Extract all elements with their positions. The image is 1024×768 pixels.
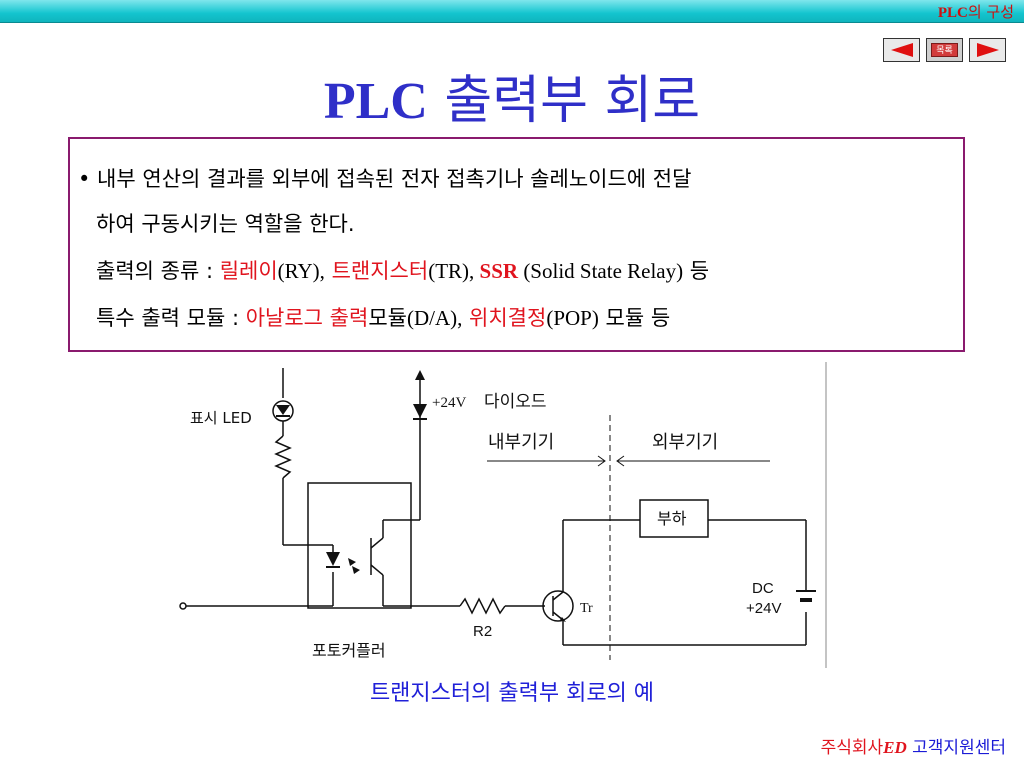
relay-code: (RY),: [277, 259, 325, 283]
battery-short-plate: [800, 598, 812, 602]
dc-label: DC: [752, 580, 774, 597]
top-bar: PLC의 구성: [0, 0, 1024, 23]
tr-emitter-arrow: [560, 617, 566, 622]
load-label: 부하: [657, 509, 687, 528]
transistor-tr-icon: [542, 590, 574, 622]
load-box: [639, 499, 709, 538]
coupler-led-bar: [326, 566, 340, 568]
diode-label: 다이오드: [484, 392, 547, 412]
page-title-korean: 출력부 회로: [427, 71, 701, 131]
led-diode-symbol: [276, 405, 290, 415]
ssr-description: (Solid State Relay): [518, 259, 684, 283]
page-title-latin: PLC: [323, 73, 428, 130]
section-label-korean: 의 구성: [967, 3, 1014, 21]
led-resistor-icon: [274, 435, 292, 479]
description-box: [68, 137, 965, 352]
circuit-diagram: 표시 LED +24V 다이오드 내부기기 외부기기 부하 DC +24V Tr…: [179, 362, 827, 668]
diode-symbol: [413, 404, 427, 418]
output-types-suffix: 등: [683, 259, 710, 283]
special-modules-suffix: 모듈 등: [598, 306, 671, 330]
support-center-label: 고객지원센터: [912, 738, 1006, 758]
v24-label: +24V: [432, 395, 466, 411]
company-ed: ED: [883, 738, 907, 757]
transistor-code: (TR),: [428, 259, 475, 283]
transistor-term: 트랜지스터: [324, 259, 429, 283]
ssr-term: SSR: [474, 259, 519, 283]
external-arrow-head: [616, 455, 625, 467]
internal-device-label: 내부기기: [488, 432, 554, 453]
relay-term: 릴레이: [219, 259, 278, 283]
tr-collector-lead: [552, 591, 564, 601]
supply-arrow-icon: [415, 370, 425, 380]
dc-voltage-label: +24V: [746, 600, 781, 617]
company-prefix: 주식회사: [820, 738, 884, 758]
pop-code: (POP): [546, 306, 599, 330]
da-code: (D/A),: [406, 306, 463, 330]
internal-arrow-head: [597, 455, 606, 467]
analog-output-term: 아날로그 출력: [245, 306, 369, 330]
prev-slide-button[interactable]: [883, 38, 920, 62]
description-line-2: 하여 구동시키는 역할을 한다.: [96, 212, 355, 236]
diagram-caption: 트랜지스터의 출력부 회로의 예: [369, 681, 655, 706]
diode-bar: [413, 418, 427, 420]
photocoupler-label: 포토커플러: [312, 641, 386, 660]
special-modules-line: 특수 출력 모듈 : 아날로그 출력모듈(D/A), 위치결정(POP) 모듈 …: [96, 302, 670, 332]
arrow-right-icon: [977, 43, 999, 57]
battery-long-plate: [796, 590, 816, 592]
output-types-label: 출력의 종류 :: [96, 259, 220, 283]
footer: 주식회사ED 고객지원센터: [821, 733, 1006, 758]
photocoupler-box: [307, 482, 412, 609]
section-label: PLC의 구성: [938, 1, 1014, 22]
description-line-1: • 내부 연산의 결과를 외부에 접속된 전자 접촉기나 솔레노이드에 전달: [78, 167, 692, 191]
phototransistor-collector: [370, 537, 384, 549]
output-types-line: 출력의 종류 : 릴레이(RY), 트랜지스터(TR), SSR (Solid …: [96, 255, 709, 285]
arrow-left-icon: [891, 43, 913, 57]
external-device-label: 외부기기: [652, 432, 718, 453]
menu-button[interactable]: 목록: [926, 38, 963, 62]
r2-label: R2: [473, 623, 492, 640]
tr-label: Tr: [580, 601, 593, 616]
input-terminal-icon: [179, 602, 187, 610]
page-title: PLC 출력부 회로: [0, 58, 1024, 133]
special-modules-label: 특수 출력 모듈 :: [96, 306, 246, 330]
menu-button-label: 목록: [931, 43, 958, 57]
module-word: 모듈: [368, 306, 407, 330]
r2-resistor-icon: [459, 597, 506, 615]
led-diode-bar: [276, 415, 290, 417]
light-arrow-2: [352, 566, 360, 574]
light-arrow-1: [348, 558, 356, 566]
positioning-term: 위치결정: [462, 306, 547, 330]
phototransistor-emitter: [370, 564, 384, 576]
coupler-led-symbol: [326, 552, 340, 566]
section-label-latin: PLC: [937, 5, 968, 21]
next-slide-button[interactable]: [969, 38, 1006, 62]
led-label: 표시 LED: [190, 409, 252, 427]
